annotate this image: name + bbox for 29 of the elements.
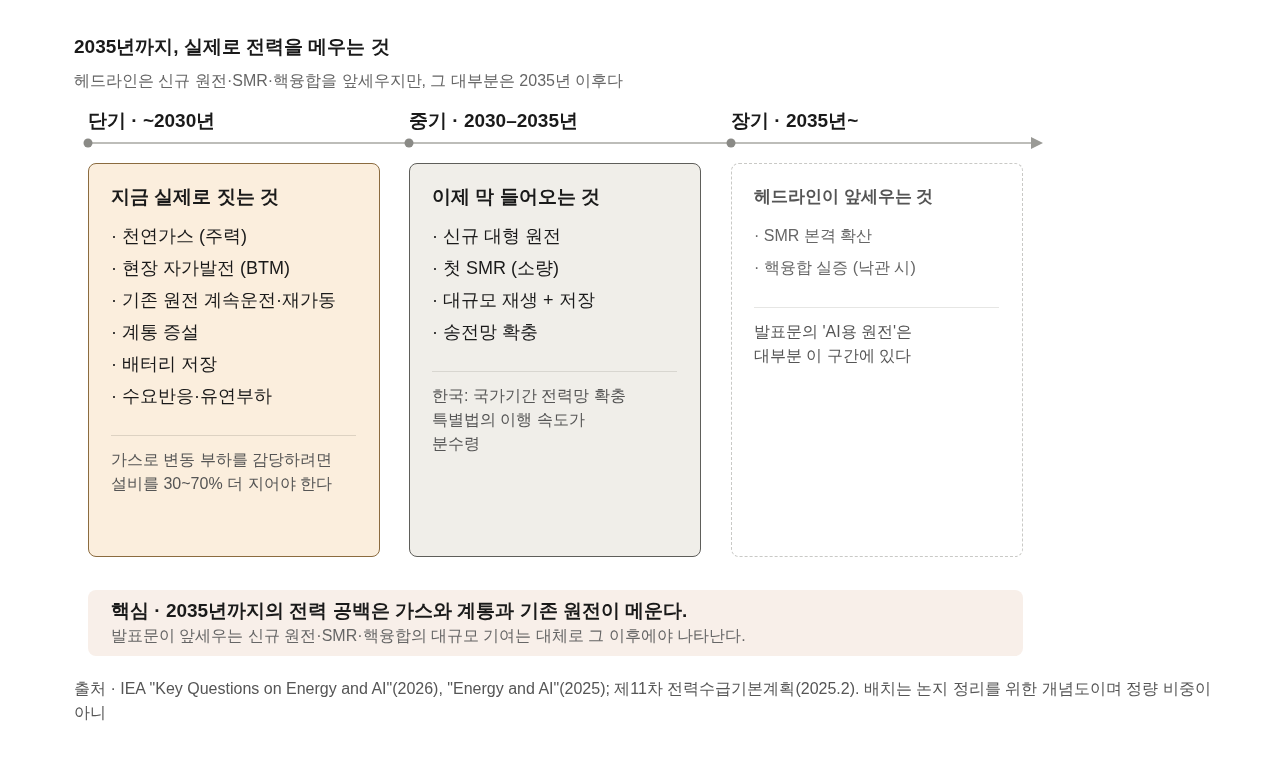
list-item: · 대규모 재생 + 저장	[432, 289, 595, 312]
list-item: · 현장 자가발전 (BTM)	[111, 257, 290, 280]
summary-text: 발표문이 앞세우는 신규 원전·SMR·핵융합의 대규모 기여는 대체로 그 이후에야 나타난다.	[111, 626, 746, 646]
subtitle: 헤드라인은 신규 원전·SMR·핵융합을 앞세우지만, 그 대부분은 2035년 이후다	[74, 71, 624, 91]
list-item: · 배터리 저장	[111, 353, 217, 376]
phase-label: 중기 · 2030–2035년	[409, 109, 578, 133]
list-item: · 신규 대형 원전	[432, 225, 561, 248]
card-heading: 지금 실제로 짓는 것	[111, 185, 279, 209]
list-item: · 핵융합 실증 (낙관 시)	[754, 258, 916, 278]
card-note: 가스로 변동 부하를 감당하려면 설비를 30~70% 더 지어야 한다	[111, 450, 334, 494]
source-note: 출처 · IEA "Key Questions on Energy and AI"(2026), "Energy and AI"(2025); 제11차 전력수급기본계획(2025.2). 배치는 논지 정리를 위한 개념도이며 정량 비중이 아니	[74, 679, 1212, 723]
list-item: · 천연가스 (주력)	[111, 225, 247, 248]
diagram-title: 2035년까지, 실제로 전력을 메우는 것	[74, 35, 390, 59]
phase-label: 장기 · 2035년~	[731, 109, 859, 133]
list-item: · 첫 SMR (소량)	[432, 257, 559, 280]
phase-card	[88, 163, 380, 557]
list-item: · 계통 증설	[111, 321, 199, 344]
list-item: · 수요반응·유연부하	[111, 385, 272, 408]
card-note: 한국: 국가기간 전력망 확충 특별법의 이행 속도가 분수령	[432, 386, 627, 454]
card-note: 발표문의 'AI용 원전'은 대부분 이 구간에 있다	[754, 322, 914, 366]
phase-label: 단기 · ~2030년	[88, 109, 216, 133]
phase-card	[731, 163, 1023, 557]
list-item: · 송전망 확충	[432, 321, 538, 344]
card-heading: 헤드라인이 앞세우는 것	[754, 186, 934, 208]
list-item: · SMR 본격 확산	[754, 226, 873, 246]
card-heading: 이제 막 들어오는 것	[432, 185, 600, 209]
list-item: · 기존 원전 계속운전·재가동	[111, 289, 336, 312]
phase-card	[409, 163, 701, 557]
summary-headline: 핵심 · 2035년까지의 전력 공백은 가스와 계통과 기존 원전이 메운다.	[111, 599, 688, 623]
